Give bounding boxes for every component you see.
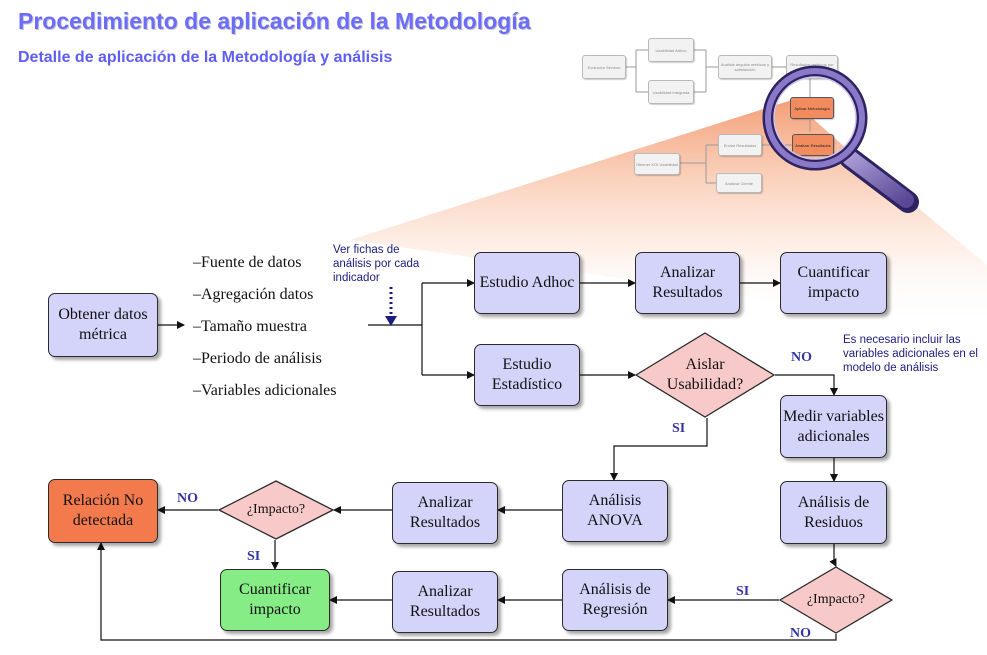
overview-node: Analizar Cliente — [716, 173, 762, 193]
branch-label-aislar-si: SI — [672, 421, 686, 436]
cuantificar-impacto-top-box: Cuantificar impacto — [780, 252, 887, 314]
overview-node: Enviar Resultados — [718, 134, 762, 156]
decision-label: ¿Impacto? — [806, 592, 866, 607]
overview-node: Aplicar Metodología — [790, 97, 834, 119]
branch-label-aislar-no: NO — [791, 350, 812, 365]
overview-node: Usabilidad Integrada — [648, 80, 694, 104]
branch-label-impacto-right-no: NO — [790, 626, 811, 641]
overview-node: Analizar Resultados — [792, 134, 834, 156]
list-item: –Fuente de datos — [193, 254, 302, 271]
medir-variables-box: Medir variables adicionales — [780, 395, 887, 458]
overview-node: Evolución Servicio — [582, 55, 626, 79]
cuantificar-impacto-bottom-box: Cuantificar impacto — [220, 569, 330, 631]
list-item: –Agregación datos — [193, 286, 314, 303]
page-subtitle: Detalle de aplicación de la Metodología … — [18, 49, 393, 66]
branch-label-impacto-right-si: SI — [736, 584, 750, 599]
data-attributes-list: –Fuente de datos –Agregación datos –Tama… — [193, 253, 337, 413]
branch-label-impacto-left-no: NO — [177, 491, 198, 506]
note-fichas: Ver fichas de análisis por cada indicado… — [333, 244, 420, 284]
branch-label-impacto-left-si: SI — [247, 549, 261, 564]
obtener-datos-box: Obtener datos métrica — [48, 293, 158, 357]
analizar-resultados-mid-box: Analizar Resultados — [392, 482, 498, 544]
overview-node: Obtener KOI Usabilidad — [634, 153, 680, 175]
analisis-residuos-box: Análisis de Residuos — [780, 481, 887, 544]
analizar-resultados-bottom-box: Analizar Resultados — [392, 571, 498, 633]
overview-node: Usabilidad Adhoc — [648, 38, 694, 62]
list-item: –Tamaño muestra — [193, 318, 307, 335]
decision-label: Aislar Usabilidad? — [666, 356, 744, 393]
note-variables: Es necesario incluir las variables adici… — [843, 334, 978, 374]
decision-shape — [635, 332, 775, 418]
relacion-no-detectada-box: Relación No detectada — [48, 479, 158, 543]
analizar-resultados-top-box: Analizar Resultados — [635, 252, 740, 314]
impacto-right-decision: ¿Impacto? — [779, 566, 893, 634]
magnifying-glass-icon — [762, 65, 919, 213]
estudio-adhoc-box: Estudio Adhoc — [474, 252, 580, 314]
decision-shape — [779, 566, 893, 634]
impacto-left-decision: ¿Impacto? — [218, 480, 334, 540]
decision-label: ¿Impacto? — [246, 502, 306, 517]
analisis-regresion-box: Análisis de Regresión — [562, 569, 668, 631]
decision-shape — [218, 480, 334, 540]
aislar-usabilidad-decision: Aislar Usabilidad? — [635, 332, 775, 418]
estudio-estadistico-box: Estudio Estadístico — [474, 344, 580, 406]
list-item: –Periodo de análisis — [193, 350, 322, 367]
analisis-anova-box: Análisis ANOVA — [562, 480, 668, 542]
page-title: Procedimiento de aplicación de la Metodo… — [18, 8, 531, 34]
list-item: –Variables adicionales — [193, 382, 337, 399]
overview-node: Análisis ángulos métricos y satisfacción — [718, 55, 772, 79]
